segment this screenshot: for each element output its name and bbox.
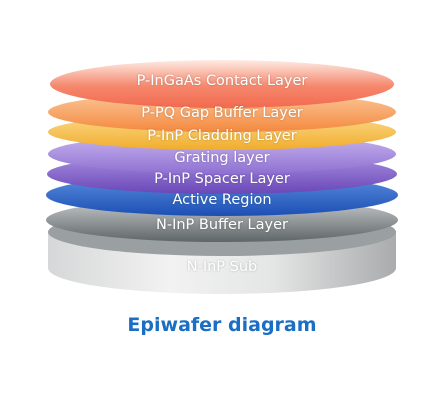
contact-layer	[50, 60, 394, 108]
label-gap-buffer: P-PQ Gap Buffer Layer	[141, 105, 303, 121]
label-grating: Grating layer	[174, 150, 270, 166]
label-spacer: P-InP Spacer Layer	[154, 171, 290, 187]
label-cladding: P-InP Cladding Layer	[147, 128, 297, 144]
label-buffer: N-InP Buffer Layer	[156, 217, 288, 233]
label-active: Active Region	[172, 192, 272, 208]
layer-stack	[46, 60, 398, 294]
label-substrate: N-InP Sub	[186, 259, 258, 275]
diagram-caption: Epiwafer diagram	[127, 314, 317, 336]
label-contact: P-InGaAs Contact Layer	[136, 73, 308, 89]
